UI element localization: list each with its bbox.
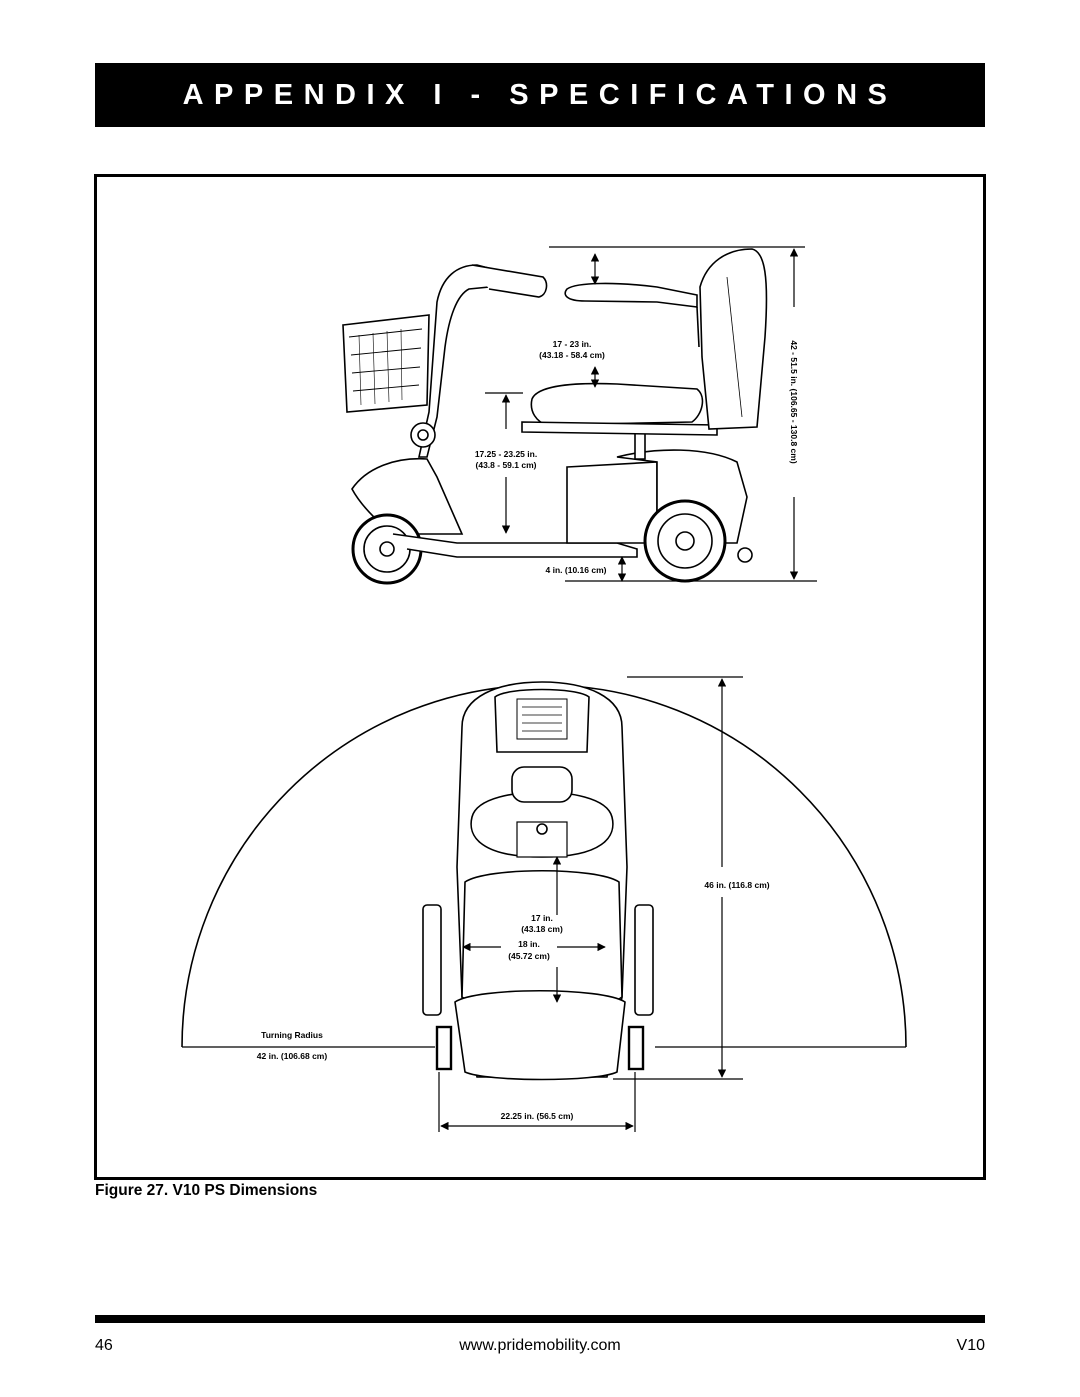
top-view-dimensions	[182, 676, 906, 1132]
top-view-illustration	[422, 681, 654, 1081]
floor-seat-height-cm: (43.8 - 59.1 cm)	[476, 460, 537, 470]
rear-wheel	[643, 499, 727, 583]
turning-radius-value: 42 in. (106.68 cm)	[257, 1051, 328, 1061]
seat-armrest-height-cm: (43.18 - 58.4 cm)	[539, 350, 605, 360]
page-number: 46	[95, 1337, 113, 1354]
floor-seat-height-in: 17.25 - 23.25 in.	[475, 449, 537, 459]
overall-length-label: 46 in. (116.8 cm)	[704, 880, 769, 890]
seat-width-in: 18 in.	[518, 939, 540, 949]
turning-radius-label: Turning Radius	[261, 1030, 323, 1040]
seat-depth-in: 17 in.	[531, 913, 553, 923]
model-name: V10	[956, 1337, 985, 1354]
figure-caption: Figure 27. V10 PS Dimensions	[95, 1182, 318, 1199]
seat-width-cm: (45.72 cm)	[508, 951, 550, 961]
scooter-diagram: 17 - 23 in. (43.18 - 58.4 cm) 17.25 - 23…	[181, 246, 907, 1132]
section-title: APPENDIX I - SPECIFICATIONS	[182, 78, 898, 111]
section-header: APPENDIX I - SPECIFICATIONS	[95, 63, 985, 127]
website-link[interactable]: www.pridemobility.com	[459, 1337, 621, 1354]
seat-armrest-height-in: 17 - 23 in.	[553, 339, 592, 349]
ground-clearance-label: 4 in. (10.16 cm)	[546, 565, 607, 575]
side-view-illustration	[342, 248, 768, 585]
side-view-labels: 17 - 23 in. (43.18 - 58.4 cm) 17.25 - 23…	[475, 339, 799, 575]
overall-height-label: 42 - 51.5 in. (106.65 - 130.8 cm)	[789, 340, 799, 463]
footer-rule	[95, 1315, 985, 1323]
side-view-dimensions	[485, 246, 817, 582]
basket	[342, 314, 430, 413]
front-wheel	[351, 513, 423, 585]
overall-width-label: 22.25 in. (56.5 cm)	[501, 1111, 574, 1121]
top-view-labels: 46 in. (116.8 cm) 17 in. (43.18 cm) 18 i…	[257, 880, 770, 1121]
dimensions-figure: 17 - 23 in. (43.18 - 58.4 cm) 17.25 - 23…	[94, 174, 986, 1180]
seat-depth-cm: (43.18 cm)	[521, 924, 563, 934]
